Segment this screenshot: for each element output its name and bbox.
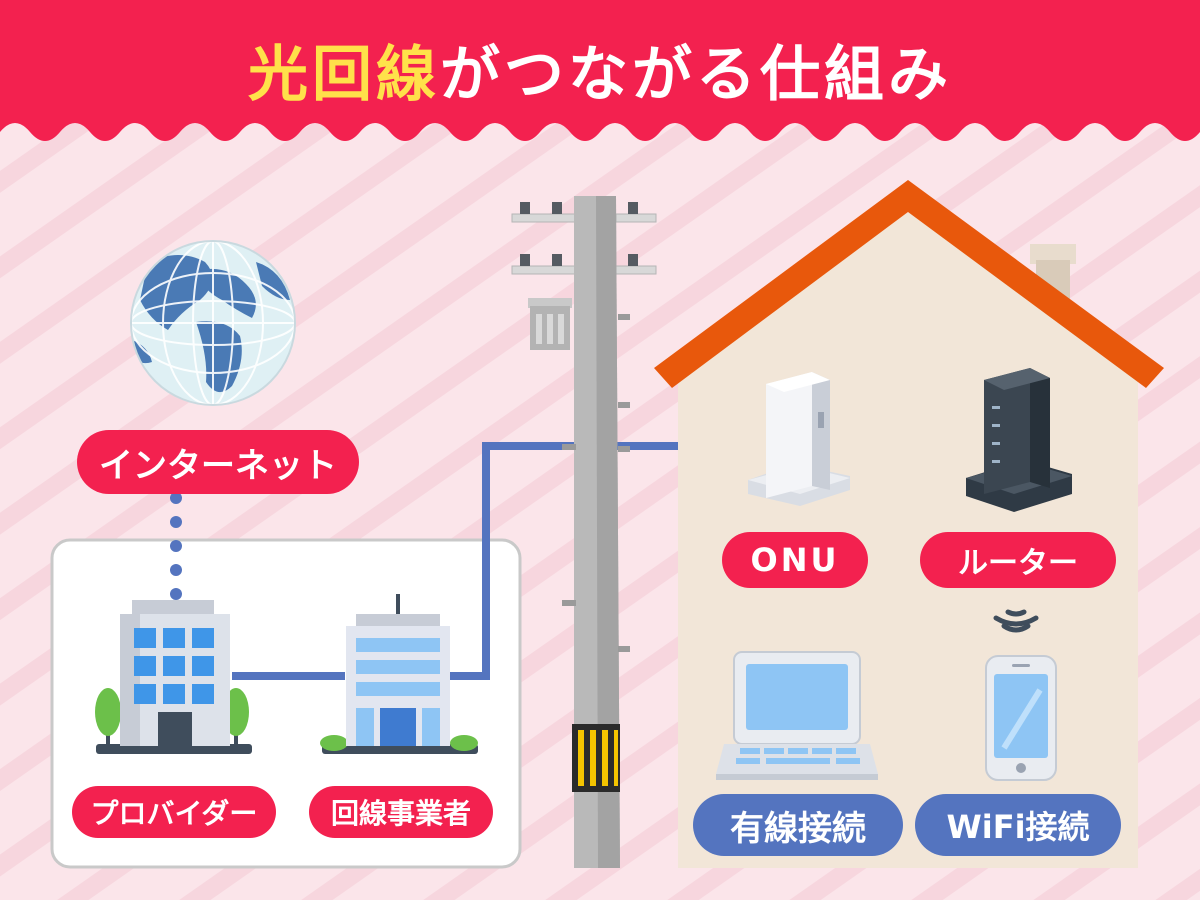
page-title: 光回線がつながる仕組み (0, 26, 1200, 113)
dotted-link (170, 492, 182, 600)
line-carrier-label-text: 回線事業者 (330, 797, 471, 830)
provider-building-icon (95, 600, 252, 754)
provider-label: プロバイダー (72, 786, 276, 838)
carrier-building-icon (320, 594, 478, 754)
wired-label: 有線接続 (693, 794, 903, 856)
router-device-icon (966, 368, 1072, 512)
globe-icon (130, 240, 296, 406)
pole-warning-stripes (572, 724, 620, 792)
wifi-label: WiFi接続 (915, 794, 1121, 856)
smartphone-icon (985, 655, 1057, 781)
internet-label: インターネット (77, 430, 359, 494)
utility-pole (511, 196, 657, 868)
router-label: ルーター (920, 532, 1116, 588)
laptop-icon (716, 651, 878, 780)
title-highlight: 光回線 (248, 40, 440, 110)
title-banner (0, 0, 1200, 141)
title-rest: がつながる仕組み (440, 40, 952, 110)
wifi-signal-icon (993, 609, 1039, 633)
onu-label: ONU (722, 532, 868, 588)
transformer (528, 298, 572, 350)
line-carrier-label: 回線事業者 (309, 786, 493, 838)
onu-device-icon (748, 372, 850, 506)
